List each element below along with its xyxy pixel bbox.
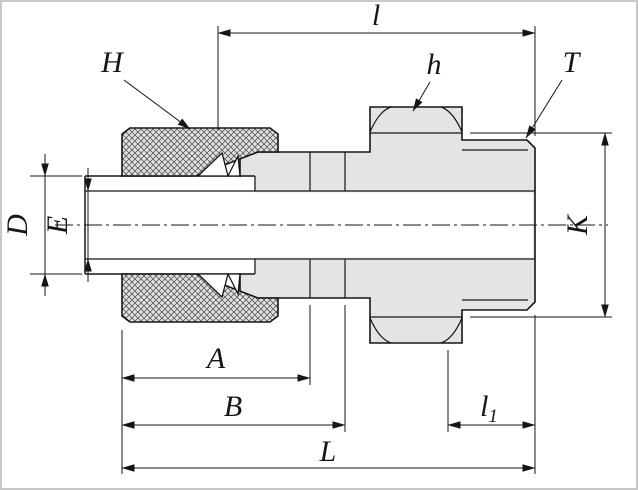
back-ferrule-top (226, 153, 241, 177)
dim-label-l: l (372, 0, 380, 32)
dim-label-H: H (100, 46, 125, 79)
dim-label-E: E (41, 216, 74, 235)
dimension-K: K (470, 132, 612, 318)
hex-chamfer-arc (440, 317, 463, 344)
dimension-B: B (121, 390, 346, 429)
dim-label-B: B (224, 390, 242, 423)
dimension-A: A (121, 342, 311, 382)
dim-label-K: K (561, 213, 594, 236)
dimension-L: L (121, 435, 536, 472)
ferrules (196, 151, 241, 299)
dim-label-T: T (563, 46, 582, 79)
dim-label-L: L (319, 435, 337, 468)
hex-chamfer-arc (369, 106, 392, 133)
dim-label-h: h (427, 48, 442, 81)
extension-lines-bottom (121, 305, 536, 474)
hex-chamfer-arc (369, 317, 392, 344)
dim-label-l1: l1 (480, 390, 498, 427)
dimension-l: l (217, 0, 536, 136)
dimension-H: H (100, 46, 191, 130)
hex-chamfer-arc (440, 106, 463, 133)
front-ferrule-bottom (196, 273, 229, 299)
dimension-E: E (41, 168, 92, 282)
dim-label-D: D (1, 214, 34, 237)
dimension-T: T (525, 46, 582, 139)
dimension-D: D (1, 154, 82, 296)
back-ferrule-bottom (226, 273, 241, 297)
front-ferrule-top (196, 151, 229, 177)
nut-crosshatch (121, 127, 279, 323)
dimension-l1: l1 (447, 390, 536, 429)
dim-label-A: A (205, 342, 226, 375)
dimension-h: h (412, 48, 442, 112)
